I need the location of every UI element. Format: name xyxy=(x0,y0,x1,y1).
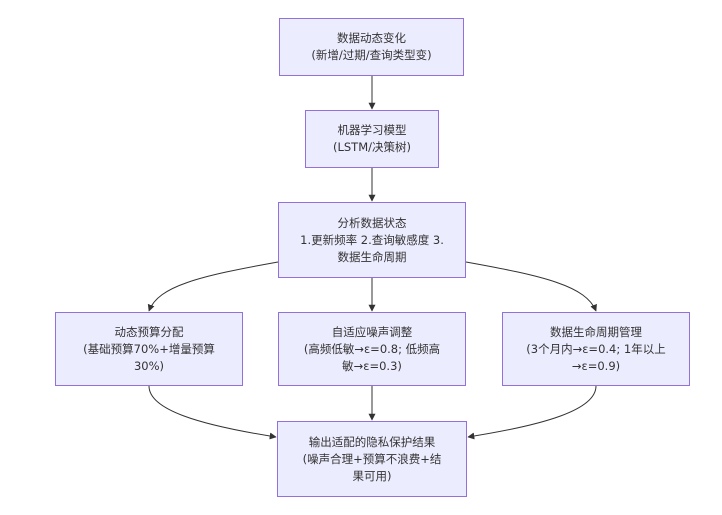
node-analyze-detail-1: 1.更新频率 2.查询敏感度 3. xyxy=(300,232,444,247)
node-budget-title: 动态预算分配 xyxy=(114,324,184,339)
node-noise-detail-1: (高频低敏→ε=0.8; 低频高 xyxy=(303,341,441,356)
node-ml-model: 机器学习模型 (LSTM/决策树) xyxy=(305,110,439,168)
node-budget: 动态预算分配 (基础预算70%+增量预算 30%) xyxy=(55,312,243,386)
node-budget-detail-1: (基础预算70%+增量预算 xyxy=(83,341,215,356)
node-analyze: 分析数据状态 1.更新频率 2.查询敏感度 3. 数据生命周期 xyxy=(278,202,466,278)
node-ml-model-title: 机器学习模型 xyxy=(337,123,407,137)
node-lifecycle-detail-2: →ε=0.9) xyxy=(571,358,621,373)
node-noise: 自适应噪声调整 (高频低敏→ε=0.8; 低频高 敏→ε=0.3) xyxy=(278,312,466,386)
node-ml-model-detail: (LSTM/决策树) xyxy=(332,140,411,154)
edge-budget-to-output xyxy=(148,385,277,440)
node-analyze-title: 分析数据状态 xyxy=(337,215,407,230)
node-budget-detail-2: 30%) xyxy=(133,358,165,373)
node-data-change-title: 数据动态变化 xyxy=(337,31,406,45)
node-lifecycle-detail-1: (3个月内→ε=0.4; 1年以上 xyxy=(526,341,666,356)
node-noise-title: 自适应噪声调整 xyxy=(331,324,413,339)
node-noise-detail-2: 敏→ε=0.3) xyxy=(342,358,402,373)
node-lifecycle: 数据生命周期管理 (3个月内→ε=0.4; 1年以上 →ε=0.9) xyxy=(502,312,690,386)
node-data-change: 数据动态变化 (新增/过期/查询类型变) xyxy=(279,18,464,76)
node-data-change-detail: (新增/过期/查询类型变) xyxy=(311,48,432,62)
node-analyze-detail-2: 数据生命周期 xyxy=(337,249,407,264)
node-output-detail-1: (噪声合理+预算不浪费+结 xyxy=(302,451,442,466)
edge-analyze-to-budget xyxy=(147,261,279,312)
node-output-detail-2: 果可用) xyxy=(352,468,392,483)
edge-analyze-to-lifecycle xyxy=(465,261,597,312)
node-lifecycle-title: 数据生命周期管理 xyxy=(550,324,642,339)
node-output-title: 输出适配的隐私保护结果 xyxy=(308,434,436,449)
edge-lifecycle-to-output xyxy=(467,385,597,440)
node-output: 输出适配的隐私保护结果 (噪声合理+预算不浪费+结 果可用) xyxy=(277,421,467,497)
